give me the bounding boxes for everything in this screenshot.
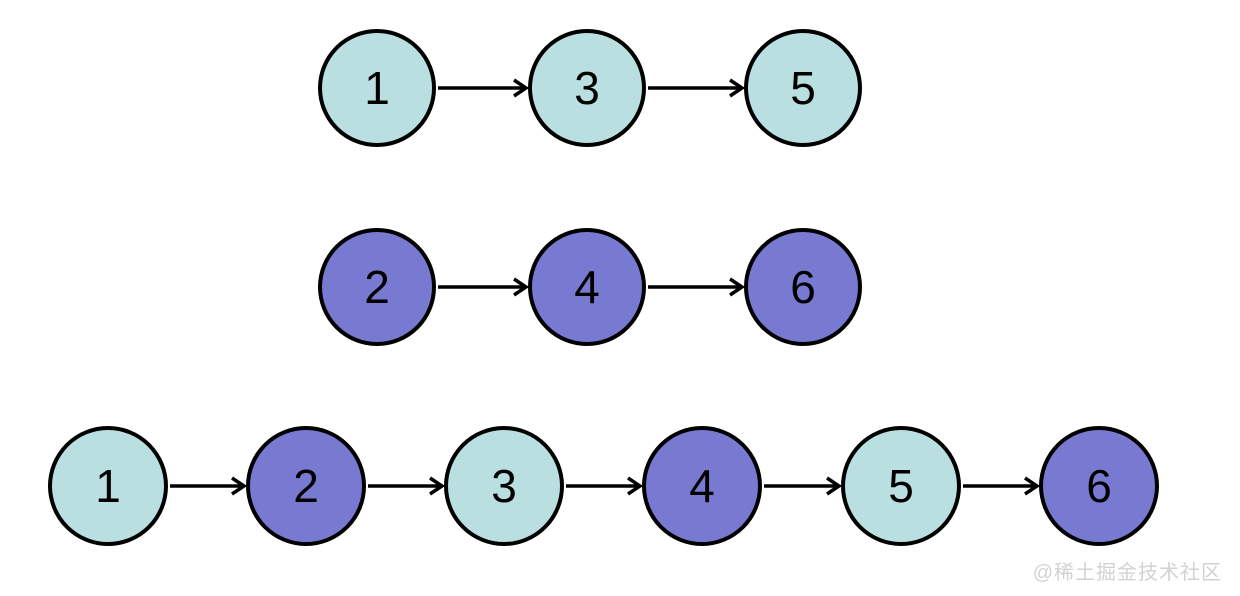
- next-pointer-arrow: [764, 476, 843, 496]
- next-pointer-arrow: [438, 78, 530, 98]
- list-node: 1: [48, 426, 168, 546]
- node-value: 5: [790, 62, 816, 114]
- next-pointer-arrow: [648, 78, 746, 98]
- node-value: 3: [491, 460, 517, 512]
- next-pointer-arrow: [368, 476, 446, 496]
- node-value: 1: [364, 62, 390, 114]
- list-node: 6: [1039, 426, 1159, 546]
- node-value: 4: [689, 460, 715, 512]
- watermark-text: @稀土掘金技术社区: [1032, 562, 1222, 584]
- node-value: 3: [574, 62, 600, 114]
- list-node: 5: [744, 29, 862, 147]
- list-node: 2: [246, 426, 366, 546]
- list-node: 4: [642, 426, 762, 546]
- node-value: 2: [364, 261, 390, 313]
- node-value: 4: [574, 261, 600, 313]
- next-pointer-arrow: [963, 476, 1041, 496]
- next-pointer-arrow: [648, 277, 746, 297]
- list-node: 2: [318, 228, 436, 346]
- list-node: 5: [841, 426, 961, 546]
- next-pointer-arrow: [170, 476, 248, 496]
- node-value: 6: [790, 261, 816, 313]
- node-value: 1: [95, 460, 121, 512]
- node-value: 5: [888, 460, 914, 512]
- list-node: 6: [744, 228, 862, 346]
- node-value: 2: [293, 460, 319, 512]
- next-pointer-arrow: [438, 277, 530, 297]
- list-node: 1: [318, 29, 436, 147]
- list-node: 3: [444, 426, 564, 546]
- list-node: 4: [528, 228, 646, 346]
- list-node: 3: [528, 29, 646, 147]
- next-pointer-arrow: [566, 476, 644, 496]
- node-value: 6: [1086, 460, 1112, 512]
